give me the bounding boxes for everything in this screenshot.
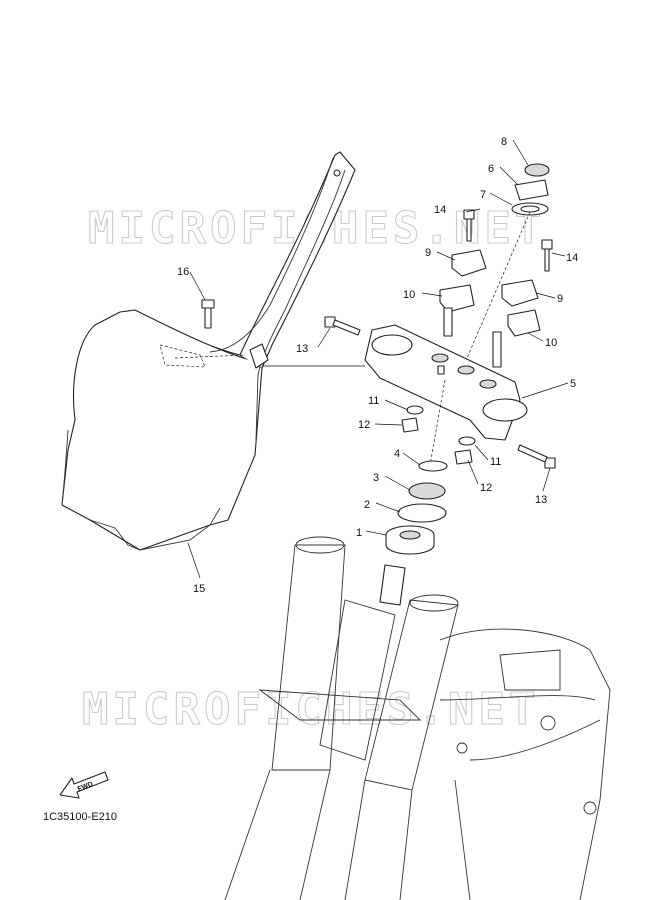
callout-13-right: 13	[535, 494, 547, 506]
callout-2: 2	[364, 499, 370, 511]
upper-clamp-left	[451, 249, 487, 277]
nut-12-right	[454, 449, 473, 465]
callout-10-left: 10	[403, 289, 415, 301]
bolt-14-right	[541, 239, 553, 272]
axis-line	[466, 211, 531, 359]
callout-3: 3	[373, 472, 379, 484]
washer-4	[418, 460, 448, 472]
upper-clamp-right	[501, 279, 539, 307]
diagram-code: 1C35100-E210	[43, 811, 117, 823]
bolt-13-right	[517, 444, 556, 469]
bolt-16	[201, 299, 215, 329]
callout-4: 4	[394, 448, 400, 460]
callout-8: 8	[501, 136, 507, 148]
callout-12-right: 12	[480, 482, 492, 494]
callout-14-right: 14	[566, 252, 578, 264]
washer-11-left	[406, 405, 424, 415]
callout-9-left: 9	[425, 247, 431, 259]
callout-12-left: 12	[358, 419, 370, 431]
leader-lines	[187, 139, 569, 579]
washer-11-right	[458, 436, 476, 446]
cover-2	[397, 503, 447, 523]
washer-7	[511, 202, 549, 216]
upper-bracket	[364, 324, 528, 441]
callout-13-left: 13	[296, 343, 308, 355]
watermark-bottom: MICROFICHES.NET	[82, 684, 539, 735]
callouts: 8 6 7 14 14 9 9 10 10 13 5 11 12 11 12 1…	[177, 136, 578, 595]
callout-14-left: 14	[434, 204, 446, 216]
callout-10-right: 10	[545, 337, 557, 349]
lower-clamp-right	[492, 309, 541, 368]
fork-and-frame	[224, 536, 611, 900]
callout-16: 16	[177, 266, 189, 278]
callout-15: 15	[193, 583, 205, 595]
ring-nut-3	[408, 482, 446, 500]
callout-1: 1	[356, 527, 362, 539]
callout-11-right: 11	[490, 456, 501, 468]
callout-9-right: 9	[557, 293, 563, 305]
bolt-14-left	[463, 209, 475, 242]
callout-5: 5	[570, 378, 576, 390]
bearing-1	[385, 525, 435, 555]
callout-11-left: 11	[368, 395, 379, 407]
callout-7: 7	[480, 189, 486, 201]
bolt-13-left	[324, 316, 361, 336]
number-plate	[61, 151, 356, 551]
nut-12-left	[401, 417, 419, 433]
nut-6	[514, 179, 549, 201]
lower-clamp-left	[439, 284, 475, 337]
cap-8	[524, 163, 550, 177]
callout-6: 6	[488, 163, 494, 175]
axis-line-lower	[429, 379, 446, 466]
fwd-arrow-icon: FWD	[59, 771, 109, 799]
